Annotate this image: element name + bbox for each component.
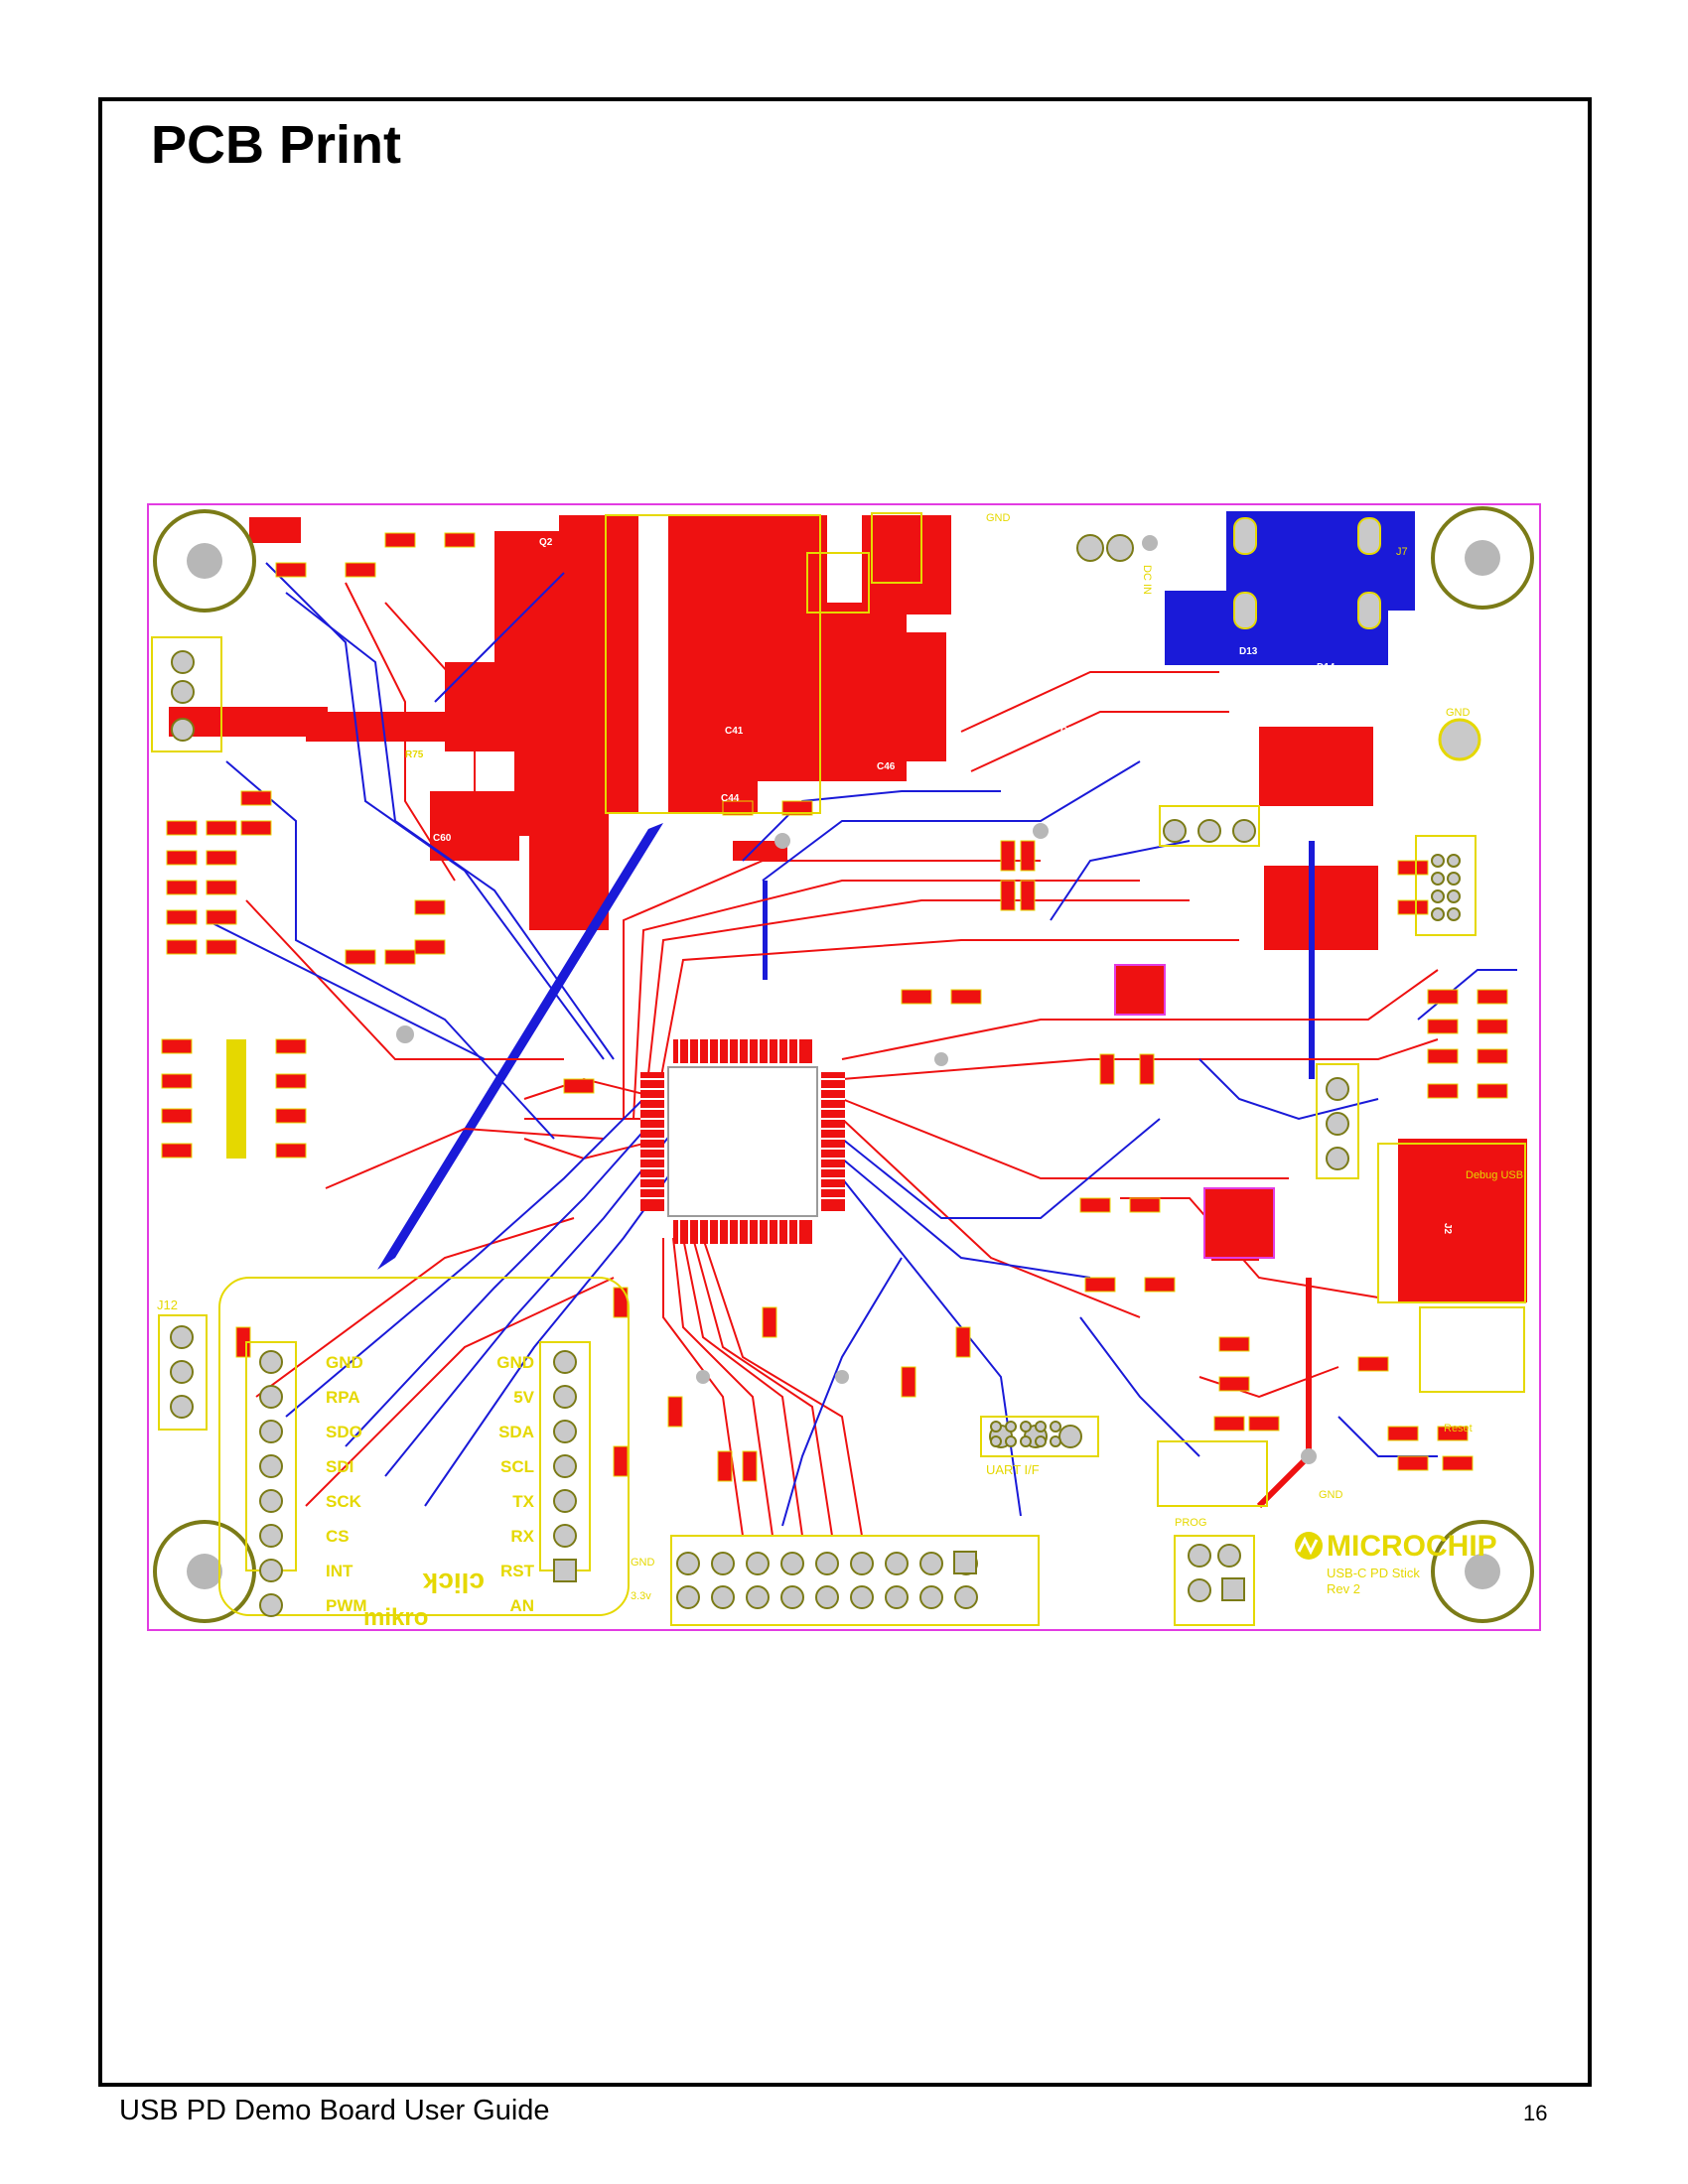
mb-left-pin-6: CS (326, 1527, 350, 1546)
label-d13: D13 (1239, 646, 1258, 657)
label-c60: C60 (433, 833, 452, 844)
label-j7: J7 (1396, 546, 1408, 558)
mb-right-pin-8: AN (509, 1596, 534, 1615)
label-gnd-top: GND (986, 512, 1011, 524)
page-frame (98, 97, 1592, 2087)
mb-left-pin-7: INT (326, 1562, 353, 1580)
mb-right-pin-5: TX (512, 1492, 534, 1511)
label-r49: R49 (1130, 624, 1149, 635)
mb-right-pin-2: 5V (513, 1388, 534, 1407)
label-r75: R75 (405, 750, 424, 760)
label-c41: C41 (725, 726, 744, 737)
label-c46: C46 (877, 761, 896, 772)
microchip-logo: MICROCHIP USB-C PD Stick Rev 2 (1295, 1530, 1497, 1596)
mikrobus-logo-click: click (422, 1568, 485, 1598)
mb-right-pin-3: SDA (498, 1423, 534, 1441)
mb-left-pin-3: SDO (326, 1423, 362, 1441)
label-gnd-header: GND (631, 1557, 655, 1569)
mb-right-pin-1: GND (496, 1353, 534, 1372)
mb-right-pin-4: SCL (500, 1457, 534, 1476)
footer-page-number: 16 (1523, 2101, 1548, 2125)
board-revision: Rev 2 (1327, 1581, 1360, 1596)
label-3v3: 3.3v (631, 1590, 651, 1602)
label-dc-in: DC IN (1141, 565, 1153, 595)
label-q3: Q3 (1001, 595, 1015, 606)
footer-document-title: USB PD Demo Board User Guide (119, 2095, 550, 2126)
label-gnd-bottom: GND (1319, 1489, 1343, 1501)
label-prog: PROG (1175, 1517, 1206, 1529)
mb-right-pin-7: RST (500, 1562, 535, 1580)
mikrobus-logo-mikro: mikro (363, 1604, 428, 1631)
label-reset: Reset (1444, 1423, 1473, 1434)
mb-left-pin-5: SCK (326, 1492, 362, 1511)
label-uart-if: UART I/F (986, 1462, 1040, 1477)
mb-left-pin-4: SDI (326, 1457, 353, 1476)
pcb-print-image: J7 J12 Debug USB UART I/F Reset GND GND … (147, 503, 1541, 1631)
label-c36: C36 (1060, 726, 1079, 737)
mb-left-pin-1: GND (326, 1353, 363, 1372)
mb-left-pin-2: RPA (326, 1388, 360, 1407)
label-j12: J12 (157, 1297, 178, 1312)
label-gnd-right: GND (1446, 707, 1471, 719)
label-c44: C44 (721, 793, 740, 804)
label-j2: J2 (1442, 1223, 1453, 1235)
label-q2: Q2 (539, 537, 553, 548)
logo-text: MICROCHIP (1327, 1530, 1497, 1563)
label-debug-usb: Debug USB (1466, 1169, 1523, 1181)
label-d14: D14 (1317, 662, 1336, 673)
mb-left-pin-8: PWM (326, 1596, 367, 1615)
page-title: PCB Print (151, 115, 402, 175)
mb-right-pin-6: RX (510, 1527, 534, 1546)
board-name: USB-C PD Stick (1327, 1566, 1420, 1580)
